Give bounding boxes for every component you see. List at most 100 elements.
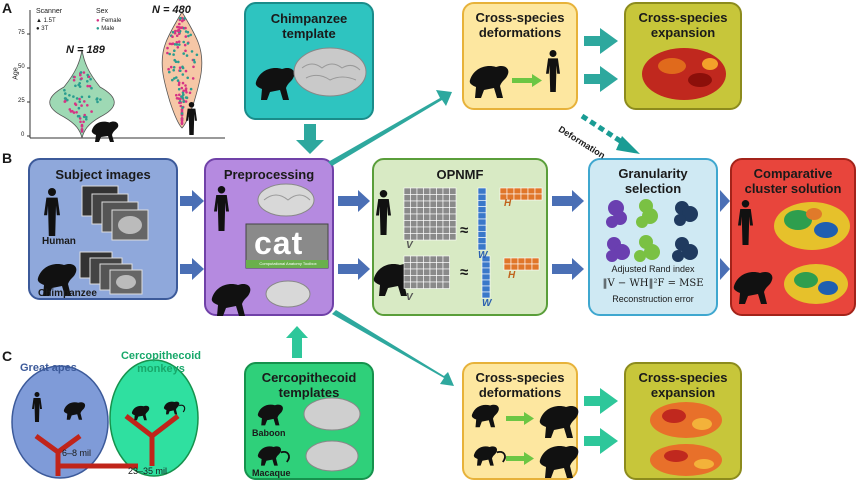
cercopithecoid-circle <box>109 359 199 477</box>
preprocessing-box: Preprocessing cat Computational Anatomy … <box>204 158 334 316</box>
data-point <box>75 97 79 100</box>
matrix-cell <box>481 273 491 281</box>
matrix-cell <box>429 207 437 215</box>
divergence-6-8: 6–8 mil <box>62 448 92 458</box>
data-point <box>183 17 186 20</box>
matrix-cell <box>403 255 411 263</box>
data-point <box>177 87 181 91</box>
baboon-silhouette <box>257 404 283 426</box>
n-human-label: N = 480 <box>152 4 191 16</box>
matrix-cell <box>423 207 431 215</box>
cluster-blob-green-icon <box>636 199 658 228</box>
data-points <box>63 16 199 133</box>
cluster-blob-navy-icon-2 <box>672 237 698 262</box>
macaque-silhouette <box>473 446 506 466</box>
matrix-cell <box>416 187 424 195</box>
panel-letter-c: C <box>2 348 13 364</box>
matrix-cell <box>416 268 424 276</box>
matrix-cell <box>436 255 444 263</box>
matrix-cell <box>410 187 418 195</box>
data-point <box>89 77 92 81</box>
data-point <box>178 66 182 69</box>
human-silhouette-a <box>186 102 197 135</box>
data-point <box>80 95 84 99</box>
data-point <box>68 94 71 97</box>
matrix-cell <box>403 281 411 289</box>
matrix-cell <box>449 200 457 208</box>
matrix-cell <box>403 220 411 228</box>
matrix-cell <box>442 200 450 208</box>
data-point <box>72 78 76 82</box>
data-point <box>195 53 199 57</box>
arrowhead-bottom-1 <box>600 388 618 414</box>
cluster-blob-purple-icon <box>606 200 627 228</box>
matrix-cell <box>534 187 543 195</box>
macaque-silhouette <box>163 401 186 415</box>
data-point <box>186 30 190 34</box>
top-deform-art <box>469 50 560 98</box>
matrix-cell <box>520 193 529 201</box>
data-point <box>192 65 195 69</box>
matrix-cell <box>449 220 457 228</box>
data-point <box>168 70 171 74</box>
panel-a-silhouettes <box>91 102 197 142</box>
data-point <box>63 97 67 100</box>
data-point <box>185 96 189 99</box>
data-point <box>186 42 190 45</box>
top-expansion-title-2: expansion <box>650 25 716 40</box>
data-point <box>186 76 189 80</box>
cluster-blobs-art <box>606 199 698 262</box>
matrix-cell <box>477 193 487 201</box>
data-point <box>189 87 193 91</box>
data-point <box>184 87 188 90</box>
data-point <box>79 120 82 124</box>
matrix-cell <box>524 257 533 265</box>
data-point <box>182 40 185 44</box>
data-point <box>73 75 76 79</box>
matrix-v-chimp <box>403 255 450 289</box>
baboon-label: Baboon <box>252 428 286 438</box>
cluster-blob-purple-icon-2 <box>606 237 630 262</box>
chimp-silhouette <box>37 263 77 296</box>
matrix-cell <box>481 261 491 269</box>
data-point <box>191 77 195 80</box>
arrowhead-top-2 <box>600 66 618 92</box>
matrix-cell <box>481 291 491 299</box>
matrix-cell <box>423 200 431 208</box>
label-h-2: H <box>508 270 516 281</box>
data-point <box>90 110 93 113</box>
matrix-cell <box>429 233 437 241</box>
matrix-cell <box>477 206 487 214</box>
matrix-cell <box>416 194 424 202</box>
data-point <box>178 93 181 97</box>
comparative-cluster-box: Comparative cluster solution <box>730 158 856 316</box>
preprocessing-art <box>211 183 329 316</box>
matrix-cell <box>423 187 431 195</box>
matrix-cell <box>520 187 529 195</box>
matrix-cell <box>442 226 450 234</box>
label-h-1: H <box>504 198 512 209</box>
approx-symbol-2: ≈ <box>460 264 469 281</box>
matrix-cell <box>436 213 444 221</box>
matrix-cell <box>449 187 457 195</box>
data-point <box>173 77 176 80</box>
y-tick-25: 25 <box>18 98 25 104</box>
matrix-w-human <box>477 187 487 251</box>
data-point <box>66 98 69 102</box>
matrix-cell <box>442 255 450 263</box>
human-brain-icon <box>257 183 315 217</box>
matrix-cell <box>416 213 424 221</box>
arrow-chimp-template-down <box>304 124 316 142</box>
matrix-cell <box>429 255 437 263</box>
phylogeny-diagram <box>11 359 199 479</box>
matrix-cell <box>429 194 437 202</box>
data-point <box>74 84 77 88</box>
y-tick-50: 50 <box>18 64 25 70</box>
matrix-cell <box>449 226 457 234</box>
data-point <box>78 115 81 118</box>
bottom-expansion-maps <box>650 402 722 476</box>
data-point <box>182 93 185 96</box>
data-point <box>175 34 179 37</box>
matrix-cell <box>449 233 457 241</box>
bottom-expansion-title-1: Cross-species <box>638 370 728 385</box>
